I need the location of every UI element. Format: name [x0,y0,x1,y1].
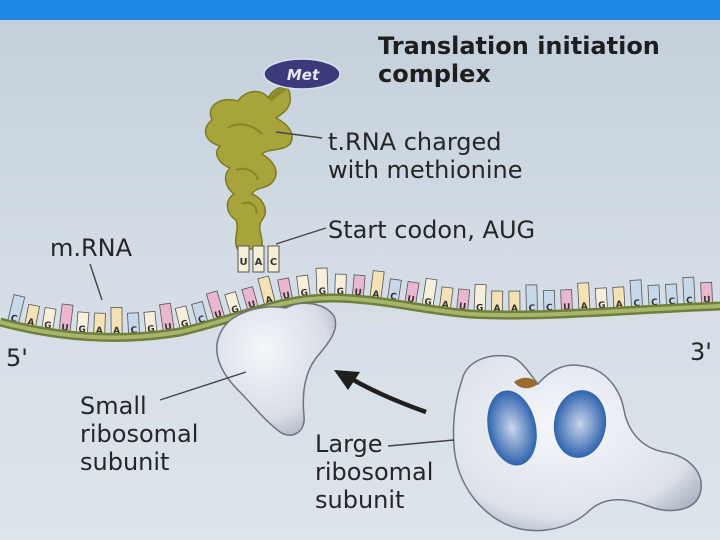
mrna-base-letter: G [476,303,484,313]
mrna-base-letter: C [546,303,553,313]
small-subunit-label-line: subunit [80,448,170,477]
leader-lines [89,131,455,447]
mrna-base-letter: A [493,304,500,314]
mrna-base-letter: A [26,317,35,328]
mrna-base: A [23,303,41,331]
mrna-base-letter: U [703,295,711,305]
mrna-base-letter: G [336,287,344,297]
trna-label-line: t.RNA charged [328,128,502,156]
anticodon-base: A [255,257,263,268]
mrna-base: U [277,277,294,305]
mrna-base-letter: G [180,319,190,330]
mrna-base-letter: G [598,301,606,311]
large-subunit-cavity-left [487,390,537,466]
small-subunit-label-line: ribosomal [80,420,199,449]
mrna-base: A [577,282,591,314]
mrna-base-letter: G [147,324,155,335]
mrna-base-letter: A [616,300,624,310]
mrna-base: G [75,311,90,338]
assembly-arrowhead [334,370,360,390]
anticodon-base: U [239,257,247,268]
three-prime-label: 3' [690,338,712,366]
five-prime-label: 5' [6,344,28,372]
mrna-base-letter: G [78,325,86,336]
mrna-base-letter: A [441,300,449,311]
mrna-base-letter: U [61,323,69,334]
mrna-backbone [0,293,720,342]
mrna-base-letter: G [319,287,327,297]
mrna-base-letter: G [230,305,240,317]
mrna-base-letter: C [528,304,535,314]
mrna-base-letter: A [113,326,120,336]
top-bar [0,0,720,20]
mrna-base: U [159,302,175,335]
mrna-base-letter: U [563,303,571,313]
met-label: Met [287,66,320,84]
mrna-base: G [40,306,57,334]
small-subunit-label: Small ribosomal subunit [80,392,198,476]
mrna-base-letter: A [511,304,518,314]
anticodon: U A C [237,245,280,273]
mrna-base-letter: U [406,295,415,306]
mrna-base-letter: G [43,321,52,332]
large-subunit-cavity-right [553,390,607,458]
mrna-base-letter: C [130,326,137,336]
mrna-base-letter: A [265,295,274,306]
mrna-base-letter: G [424,297,433,308]
mrna-base-letter: A [372,290,380,301]
mrna-base-letter: C [686,296,693,306]
mrna-base: A [612,286,626,312]
mrna-label: m.RNA [50,234,133,262]
mrna-base-letter: U [214,310,224,322]
mrna-base-letter: C [9,314,18,325]
trna-molecule [204,86,293,251]
trna-label-line: with methionine [328,156,523,185]
assembly-arrow [348,376,427,415]
mrna-base-letter: U [247,300,257,312]
mrna-base-letter: A [96,326,103,336]
mrna-base-letter: C [668,297,676,307]
met-ellipse [263,58,341,90]
mrna-base-letter: U [282,291,291,302]
mrna-base: C [525,284,538,316]
large-subunit-label-line: Large [315,430,383,458]
mrna-base-letter: C [197,315,206,326]
large-subunit-label-line: subunit [315,486,405,515]
title-line: complex [378,60,491,89]
mrna-base-letter: C [389,292,397,303]
mrna-base-letter: C [633,299,641,309]
large-subunit-label: Large ribosomal subunit [315,430,433,514]
small-subunit-label-line: Small [80,392,147,420]
trna-label: t.RNA charged with methionine [328,128,523,184]
small-ribosomal-subunit [216,302,337,436]
mrna-base-letter: G [300,288,309,299]
large-subunit-label-line: ribosomal [315,458,434,487]
mrna-base: C [127,312,141,338]
mrna-base-letter: C [651,298,659,308]
mrna-base: A [110,306,123,338]
mrna-base-letter: A [581,302,588,312]
start-codon-label: Start codon, AUG [328,216,536,244]
mrna-backbone-highlight [0,295,720,340]
large-subunit-notch [514,377,538,389]
mrna-base-letter: U [354,288,362,299]
mrna-base-letter: U [164,322,173,333]
title-line: Translation initiation [378,32,660,60]
mrna-base-letter: U [458,302,466,313]
page-title: Translation initiation complex [378,32,660,89]
anticodon-base: C [270,257,277,268]
mrna-base: A [508,290,521,316]
trna-shading [227,123,263,215]
